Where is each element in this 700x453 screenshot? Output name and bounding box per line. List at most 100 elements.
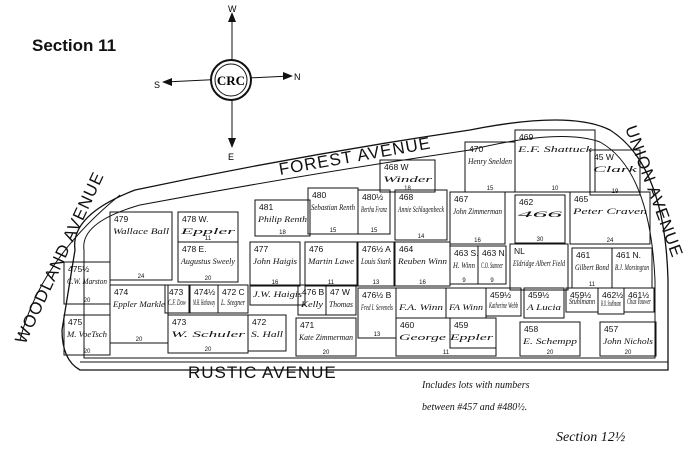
lot-outline (514, 129, 596, 193)
lot-number: 461½ (628, 290, 649, 300)
lot-number: 478 E. (182, 244, 207, 254)
lot-number: 478 W. (182, 214, 208, 224)
lot-owner: Sebastian Renth (311, 203, 355, 212)
lot-outline (254, 199, 311, 237)
lot-dimension: 15 (330, 228, 337, 234)
compass-rose: CRC W E S N (154, 4, 301, 162)
lot-outline (109, 211, 173, 281)
lot-owner: Gilbert Bond (575, 263, 610, 272)
woodland-avenue-edge (19, 194, 121, 341)
lot-number: 480½ (362, 192, 383, 202)
lot-number: 481 (259, 202, 273, 212)
lot-number: 476 (309, 244, 323, 254)
section-reference: Section 12½ (556, 430, 626, 445)
street-rustic-avenue: RUSTIC AVENUE (188, 363, 337, 382)
lot-owner: B.J. Morsington (615, 263, 649, 272)
lot-owner: L. Stegner (220, 298, 245, 307)
lot-number: 461 (576, 250, 590, 260)
page-title: Section 11 (32, 36, 117, 55)
lot-owner: Reuben Winn (397, 257, 447, 266)
lot-owner: George Eppler (399, 333, 495, 342)
street-woodland-avenue: WOODLAND AVENUE (11, 169, 107, 347)
lot-outline (217, 284, 249, 314)
lot-dimension: 10 (552, 186, 559, 192)
lot-outline (295, 317, 357, 357)
lot-dimension: 20 (547, 350, 554, 356)
lot: 459 (449, 317, 497, 349)
lot-outline (599, 321, 657, 357)
lot-outline (623, 287, 655, 313)
lot: F.A. Winn (395, 287, 447, 319)
lot-outline (509, 243, 569, 291)
lot: FA Winn (445, 287, 487, 319)
lot-outline (109, 284, 169, 344)
lot-number: NL (514, 246, 525, 256)
lot-number: 476½ B (362, 290, 392, 300)
lot-dimension: 9 (462, 278, 466, 284)
lot-owner: John Zimmerman (453, 207, 502, 216)
lot-number: 459½ (490, 290, 511, 300)
lot-number: 472 C (222, 287, 245, 297)
lot-dimension: 14 (418, 234, 425, 240)
lot-number: 479 (114, 214, 128, 224)
lot-owner: Chas Youwer (627, 297, 652, 306)
lot-owner: John Haigis (253, 257, 297, 266)
lot-owner: Kate Zimmerman (298, 333, 353, 342)
lot-owner: Louis Stark (360, 257, 391, 266)
lot-number: 476½ A (362, 244, 391, 254)
lot-owner: W. Schuler (171, 330, 247, 339)
lot-owner: C.W. Marston (67, 277, 107, 286)
lot-owner: Thomas (329, 300, 353, 309)
lot-outline (304, 241, 358, 287)
lot-owner: C.F. Dow (168, 298, 186, 307)
lot-dimension: 11 (328, 280, 335, 286)
lot-dimension: 18 (279, 230, 286, 236)
lot: 462½B.O. Stuhlmann (597, 287, 625, 315)
lot-number: 480 (312, 190, 326, 200)
lot-dimension: 24 (607, 238, 614, 244)
lot-dimension: 11 (589, 282, 596, 288)
lot-owner: B.O. Stuhlmann (601, 299, 621, 308)
lot-number: 470 (469, 144, 483, 154)
lot-owner: Stuhlmann (569, 297, 595, 306)
lot-outline (325, 284, 357, 316)
lot-number: 463 S. (454, 248, 479, 258)
compass-east: E (228, 152, 234, 162)
lot-number: 476 B (302, 287, 325, 297)
lot-outline (177, 241, 239, 283)
lot-outline (63, 261, 111, 305)
lot-number: 458 (524, 324, 538, 334)
lot-number: 468 (399, 192, 413, 202)
lot-dimension: 9 (490, 278, 494, 284)
lot-dimension: 20 (323, 350, 330, 356)
lot-outline (357, 189, 391, 235)
lot-number: 464 (399, 244, 413, 254)
lot-owner: J.W. Haigis (253, 290, 302, 299)
lot-owner: F.A. Winn (398, 303, 443, 312)
lot-owner: Katherine Webb (488, 301, 518, 310)
lot-outline (357, 241, 395, 287)
